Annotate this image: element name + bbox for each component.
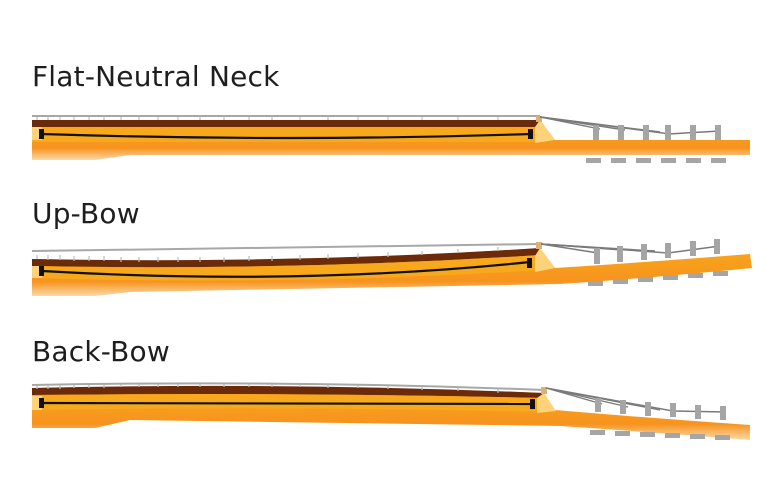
truss-rod <box>41 132 531 140</box>
nut <box>536 242 542 249</box>
fretboard <box>32 120 540 127</box>
panel-title: Up-Bow <box>32 197 140 230</box>
string <box>31 382 545 391</box>
guitar-neck-upbow-diagram <box>31 239 752 296</box>
fretboard <box>32 385 544 398</box>
panel-title: Flat-Neutral Neck <box>32 60 280 93</box>
string <box>31 243 541 252</box>
guitar-neck-flat-diagram <box>32 115 750 163</box>
frets <box>36 247 499 262</box>
nut <box>541 387 547 394</box>
truss-rod <box>41 401 534 406</box>
truss-rod <box>41 260 531 278</box>
nut <box>536 116 542 122</box>
guitar-neck-backbow-diagram <box>31 382 750 440</box>
panel-title: Back-Bow <box>32 335 170 368</box>
fretboard <box>32 248 540 268</box>
